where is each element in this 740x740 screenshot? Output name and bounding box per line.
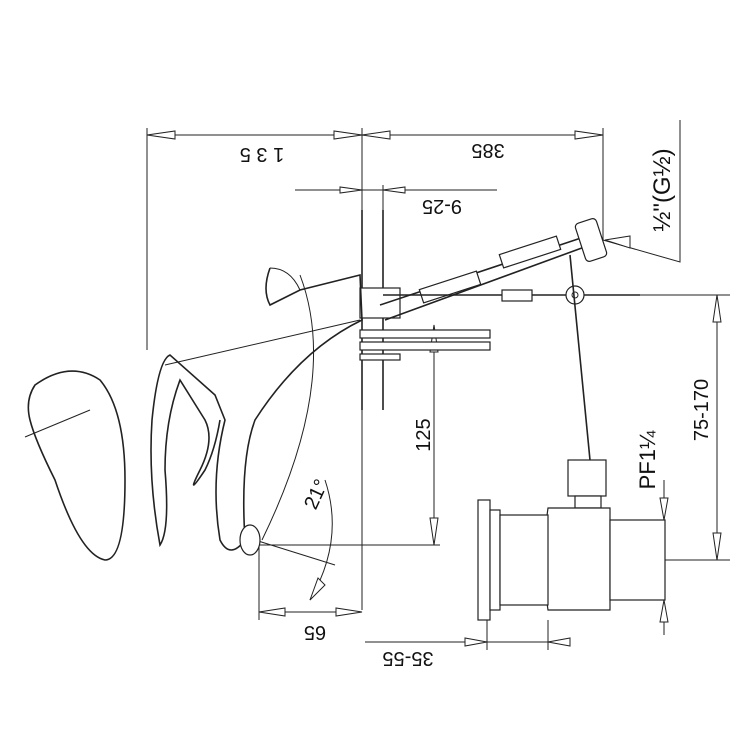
faucet-body [150, 267, 363, 556]
dim-75-170: 75-170 [691, 379, 713, 441]
dim-65: 65 [304, 621, 326, 643]
dim-385: 385 [471, 139, 504, 161]
dim-135: 1 3 5 [240, 143, 284, 165]
drain-assembly [477, 459, 666, 621]
dim-35-55: 35-55 [382, 647, 433, 669]
mounting-plate [359, 210, 491, 410]
supply-hoses [379, 218, 640, 461]
inlet-thread-label: ½"(G½) [649, 148, 676, 231]
angle-21: 21° [300, 476, 333, 513]
dim-125: 125 [413, 418, 435, 451]
drain-thread-label: PF1¼ [635, 430, 660, 489]
handle-side-view [24, 370, 126, 561]
dim-9-25: 9-25 [422, 195, 462, 217]
